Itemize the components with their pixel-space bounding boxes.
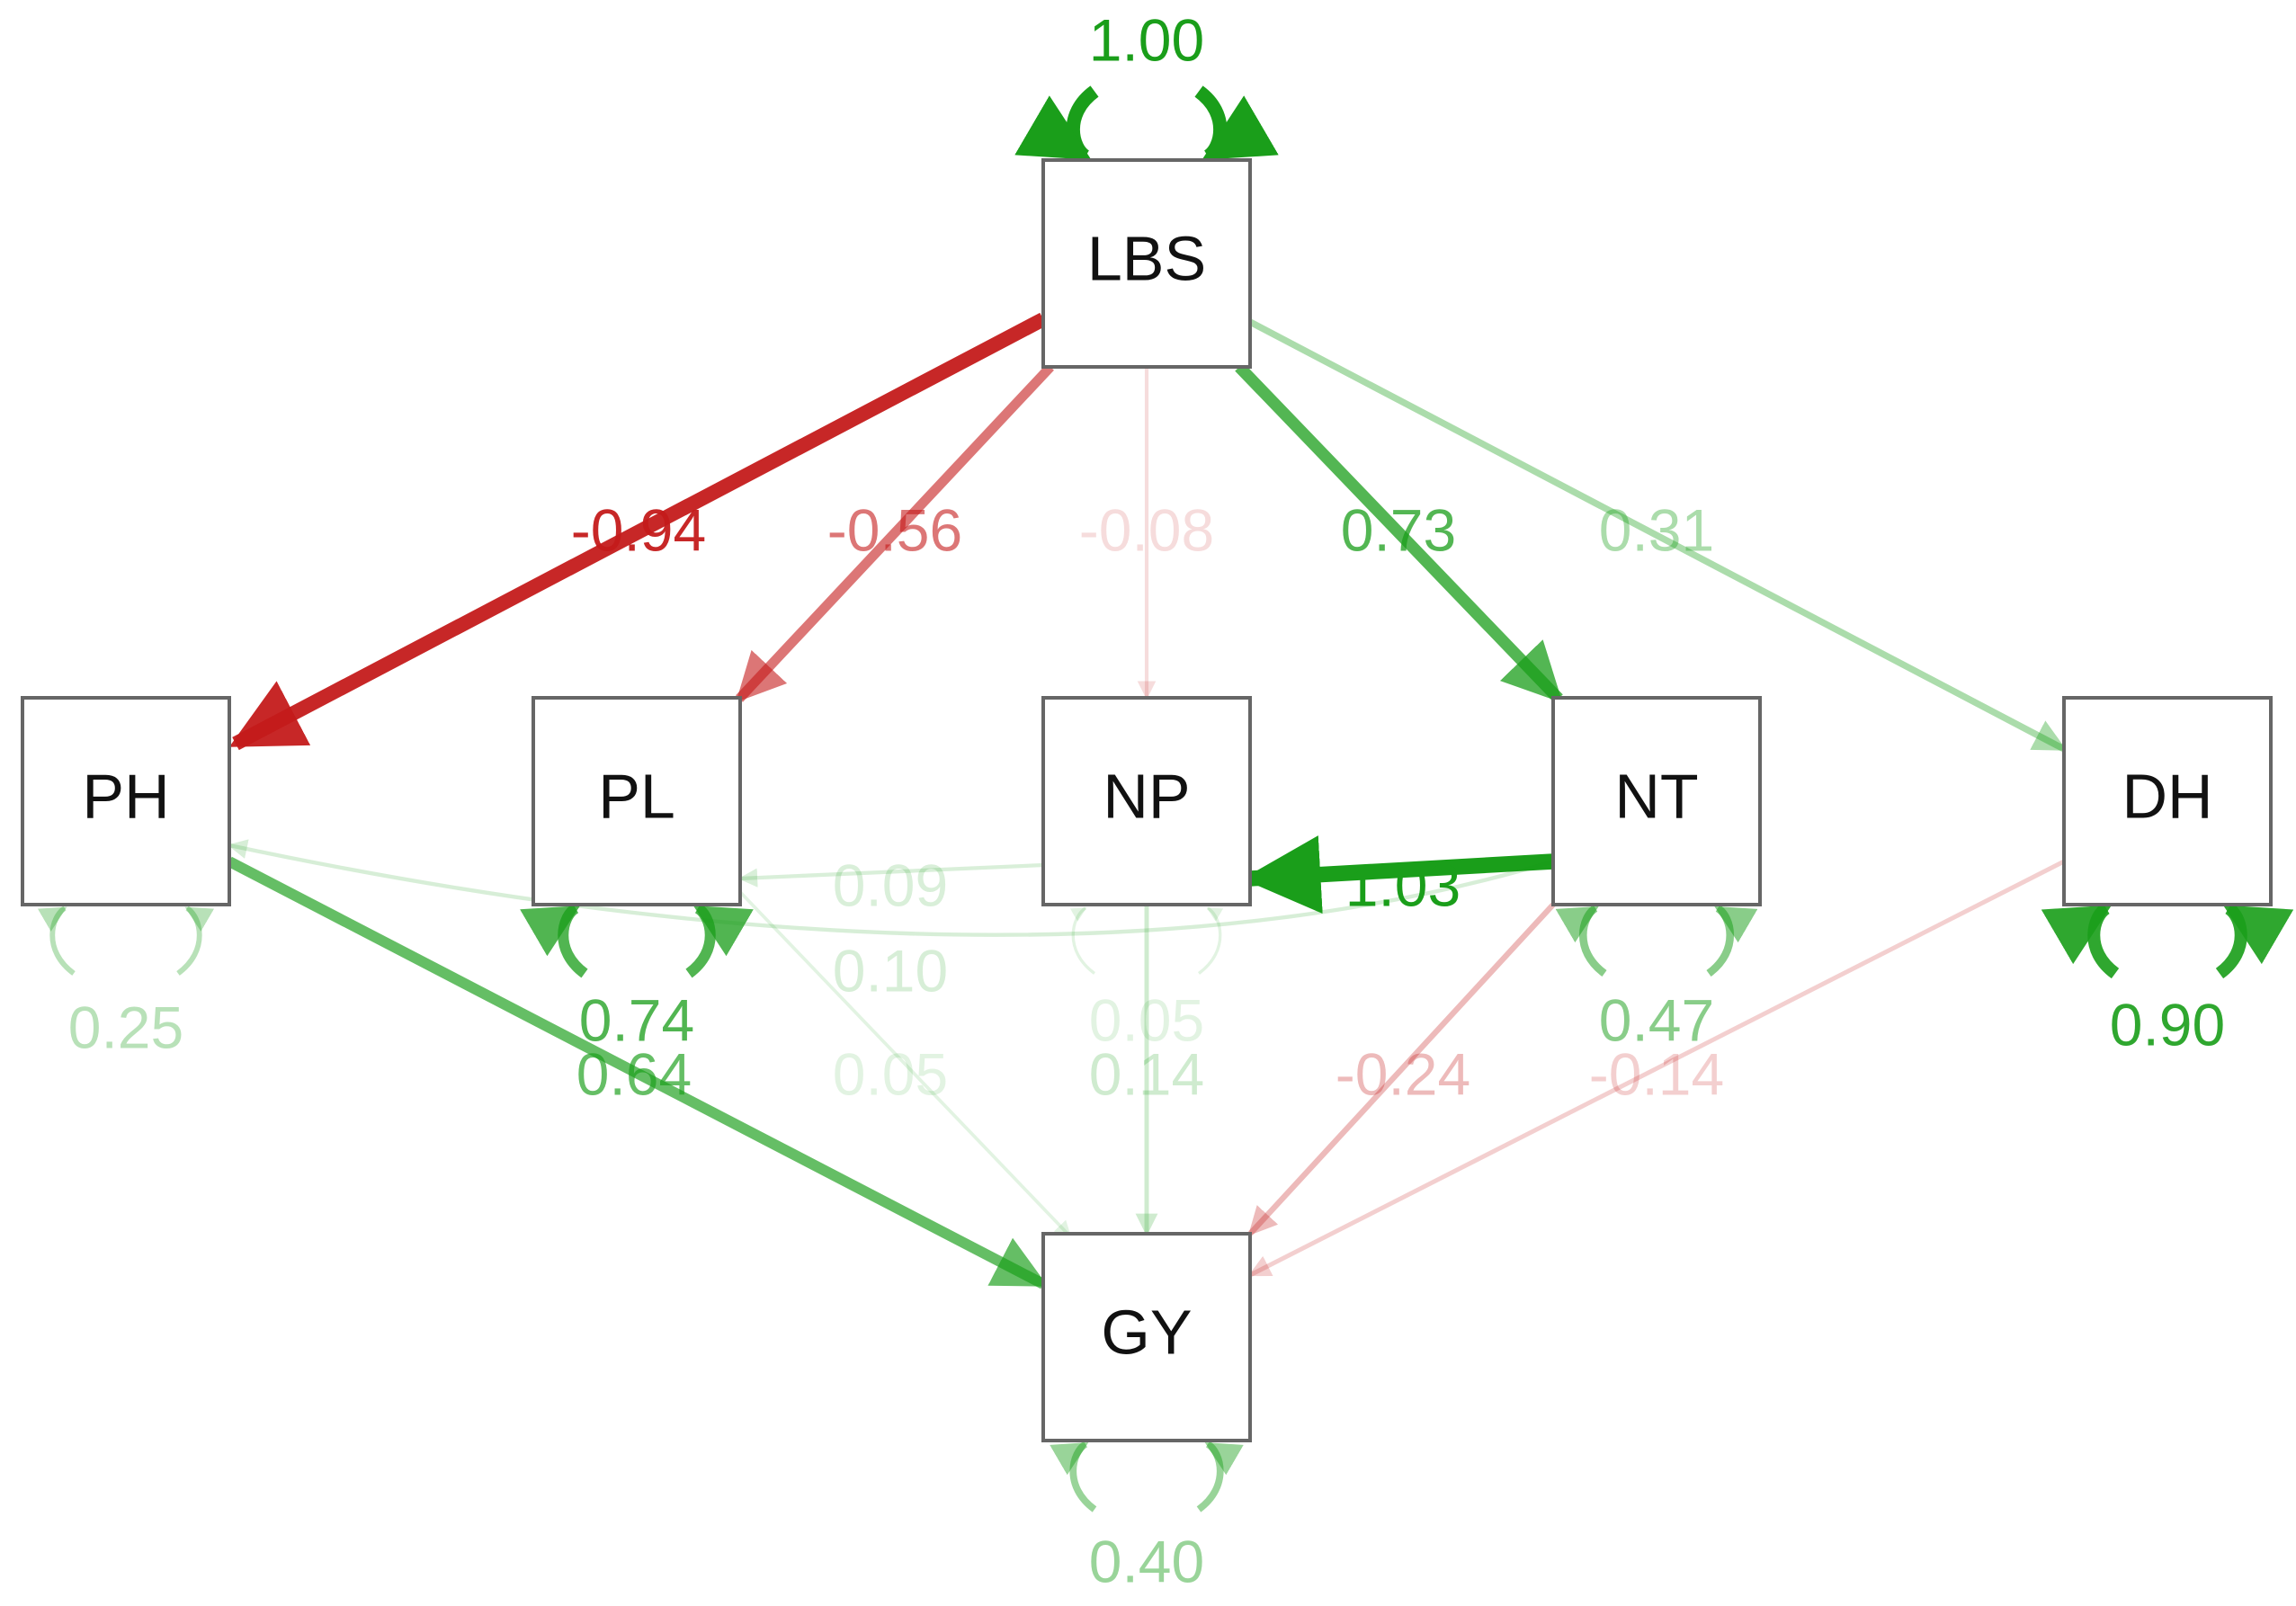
node-label-ph: PH bbox=[82, 761, 169, 831]
node-box bbox=[532, 696, 742, 906]
path-label-lbs-pl: -0.56 bbox=[827, 496, 962, 563]
path-nt-np bbox=[1242, 835, 1554, 915]
path-label-nt-np: 1.03 bbox=[1345, 852, 1461, 918]
path-lbs-ph bbox=[228, 312, 1047, 751]
path-nt-ph bbox=[227, 839, 1554, 937]
variance-loop-nt bbox=[1555, 905, 1758, 977]
node-np: NP bbox=[1041, 696, 1252, 906]
variance-label-nt: 0.47 bbox=[1599, 986, 1714, 1053]
path-label-lbs-nt: 0.73 bbox=[1341, 496, 1456, 563]
path-label-nt-gy: -0.24 bbox=[1336, 1040, 1470, 1107]
path-label-pl-gy: 0.05 bbox=[833, 1040, 948, 1107]
path-np-pl bbox=[737, 862, 1044, 888]
variance-label-lbs: 1.00 bbox=[1089, 6, 1204, 73]
path-label-lbs-dh: 0.31 bbox=[1599, 496, 1714, 563]
node-label-nt: NT bbox=[1614, 761, 1698, 831]
variance-label-dh: 0.90 bbox=[2110, 991, 2225, 1057]
path-label-dh-gy: -0.14 bbox=[1589, 1040, 1724, 1107]
node-box bbox=[1551, 696, 1762, 906]
path-pl-gy bbox=[738, 890, 1072, 1238]
path-label-lbs-ph: -0.94 bbox=[571, 496, 706, 563]
node-box bbox=[2062, 696, 2273, 906]
path-label-np-pl: 0.09 bbox=[833, 852, 948, 918]
variance-loop-ph bbox=[37, 906, 215, 976]
node-nt: NT bbox=[1551, 696, 1762, 906]
node-box bbox=[1041, 1232, 1252, 1442]
node-label-np: NP bbox=[1103, 761, 1190, 831]
edges-layer bbox=[227, 312, 2068, 1289]
node-label-gy: GY bbox=[1101, 1297, 1192, 1367]
variance-loop-lbs bbox=[1014, 85, 1279, 163]
variance-label-ph: 0.25 bbox=[68, 994, 183, 1060]
path-label-nt-ph: 0.10 bbox=[833, 937, 948, 1004]
node-label-pl: PL bbox=[598, 761, 675, 831]
path-label-ph-gy: 0.64 bbox=[576, 1040, 692, 1107]
path-label-lbs-np: -0.08 bbox=[1079, 496, 1214, 563]
path-lbs-pl bbox=[736, 363, 1054, 702]
variance-loop-np bbox=[1069, 906, 1224, 975]
node-dh: DH bbox=[2062, 696, 2273, 906]
nodes-layer: LBS PH PL NP NT DH GY bbox=[21, 158, 2273, 1442]
variance-label-pl: 0.74 bbox=[579, 986, 694, 1053]
path-label-np-gy: 0.14 bbox=[1089, 1040, 1204, 1107]
node-label-lbs: LBS bbox=[1087, 223, 1206, 293]
node-box bbox=[1041, 158, 1252, 369]
path-dh-gy bbox=[1247, 859, 2066, 1278]
node-box bbox=[1041, 696, 1252, 906]
node-gy: GY bbox=[1041, 1232, 1252, 1442]
path-lbs-nt bbox=[1235, 362, 1563, 703]
variance-label-np: 0.05 bbox=[1089, 986, 1204, 1053]
node-pl: PL bbox=[532, 696, 742, 906]
variance-loop-gy bbox=[1050, 1441, 1244, 1512]
path-ph-gy bbox=[227, 856, 1049, 1289]
variance-loops-layer bbox=[37, 85, 2294, 1512]
path-lbs-dh bbox=[1248, 318, 2068, 753]
path-nt-gy bbox=[1247, 902, 1556, 1236]
variance-loop-dh bbox=[2041, 902, 2294, 979]
node-lbs: LBS bbox=[1041, 158, 1252, 369]
variance-loop-pl bbox=[520, 903, 754, 978]
node-label-dh: DH bbox=[2122, 761, 2212, 831]
node-ph: PH bbox=[21, 696, 231, 906]
variance-label-gy: 0.40 bbox=[1089, 1528, 1204, 1594]
node-box bbox=[21, 696, 231, 906]
